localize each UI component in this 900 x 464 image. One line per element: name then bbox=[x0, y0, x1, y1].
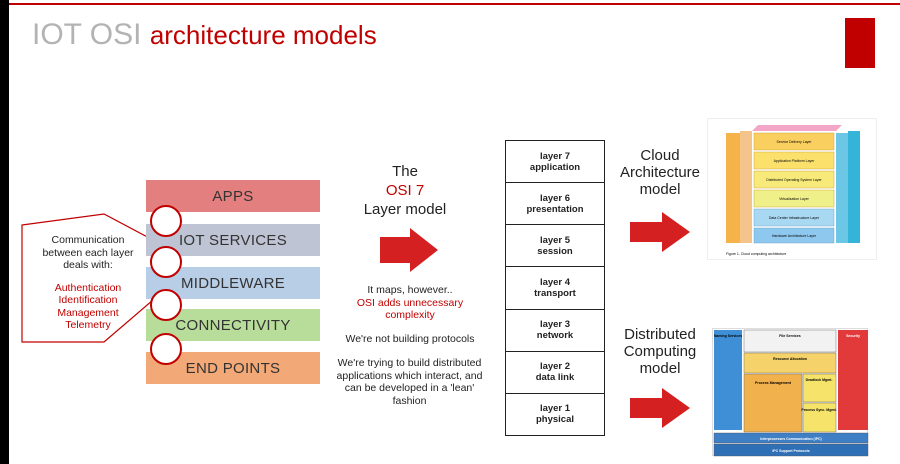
cloud-architecture-diagram: Service Delivery Layer Application Platf… bbox=[707, 118, 877, 260]
cloud-layer-1: Service Delivery Layer bbox=[776, 140, 812, 144]
cloud-layer-5: Data Center Infrastructure Layer bbox=[769, 216, 820, 220]
naming-services: Naming Services bbox=[714, 334, 742, 338]
cloud-caption: Figure 1. Cloud computing architecture bbox=[726, 252, 786, 256]
cloud-layer-3: Distributed Operating System Layer bbox=[766, 178, 822, 182]
title-red: architecture models bbox=[149, 20, 377, 50]
distributed-arrow bbox=[630, 388, 690, 428]
deadlock-mgmt: Deadlock Mgmt. bbox=[806, 378, 833, 382]
cloud-layer-2: Application Platform Layer bbox=[774, 159, 816, 163]
callout-intro-1: Communication bbox=[51, 234, 125, 246]
corner-accent-block bbox=[845, 18, 875, 68]
slide-title: IOT OSI architecture models bbox=[32, 18, 377, 52]
maps-note: It maps, however.. OSI adds unnecessary … bbox=[356, 284, 464, 321]
callout-intro-3: deals with: bbox=[63, 259, 113, 271]
process-sync: Process Sync. Mgmt. bbox=[801, 408, 836, 412]
process-management: Process Management bbox=[755, 381, 792, 385]
connector-circle-3 bbox=[150, 289, 182, 321]
cloud-arrow bbox=[630, 212, 690, 252]
connector-circle-1 bbox=[150, 205, 182, 237]
connector-circle-4 bbox=[150, 333, 182, 365]
protocols-note: We're not building protocols bbox=[345, 333, 475, 345]
cloud-model-label: Cloud Architecture model bbox=[619, 147, 701, 198]
osi-arrow bbox=[380, 228, 438, 272]
connector-circle-2 bbox=[150, 246, 182, 278]
distributed-computing-diagram: Naming Services File Services Security R… bbox=[712, 328, 869, 457]
title-gray: IOT OSI bbox=[32, 18, 142, 51]
cloud-layer-4: Virtualization Layer bbox=[779, 197, 810, 201]
distributed-model-label: Distributed Computing model bbox=[623, 326, 697, 377]
ipc: Interprocesses Communication (IPC) bbox=[760, 437, 821, 441]
ipc-support: IPC Support Protocols bbox=[772, 449, 809, 453]
callout-text: Communication between each layer deals w… bbox=[28, 234, 148, 332]
distributed-note: We're trying to build distributed applic… bbox=[336, 357, 483, 407]
callout-item-auth: Authentication bbox=[54, 281, 122, 294]
top-rule bbox=[0, 3, 900, 5]
layer-apps: APPS bbox=[146, 180, 320, 212]
file-services: File Services bbox=[779, 334, 800, 338]
left-edge-bar bbox=[0, 0, 9, 464]
osi-model-title: The OSI 7 Layer model bbox=[363, 163, 447, 218]
resource-allocation: Resource Allocation bbox=[773, 357, 807, 361]
security: Security bbox=[846, 334, 860, 338]
callout-item-ident: Identification bbox=[58, 294, 118, 306]
callout-item-telemetry: Telemetry bbox=[65, 319, 111, 331]
cloud-layer-6: Hardware Architecture Layer bbox=[772, 234, 817, 238]
callout-intro-2: between each layer bbox=[42, 246, 134, 259]
callout-item-mgmt: Management bbox=[57, 306, 119, 319]
